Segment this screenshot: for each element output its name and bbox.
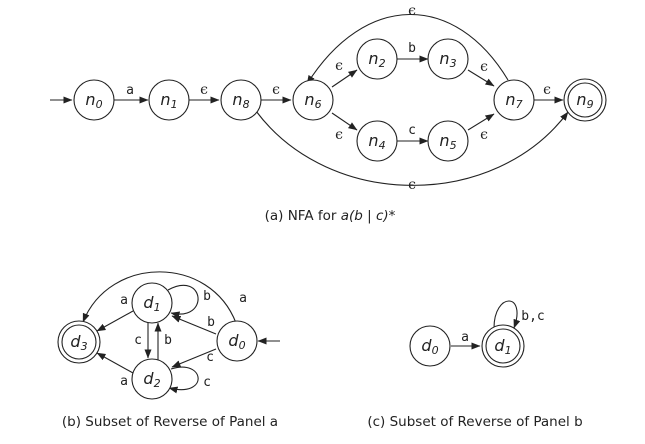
- edge-label-loop-c-d1: b,c: [521, 309, 544, 324]
- svg-text:n4: n4: [368, 131, 385, 152]
- edge-label-d0-d1: b: [207, 315, 215, 330]
- caption-panel-a: (a) NFA for a(b | c)*: [265, 208, 396, 224]
- edge-n3-n7: [467, 69, 495, 87]
- edge-label-d2-d1: b: [164, 333, 172, 348]
- svg-text:n2: n2: [368, 49, 385, 70]
- edge-label-d0-d2: c: [206, 350, 214, 365]
- state-n1: n1: [148, 79, 190, 121]
- edge-label-n7-n9: ϵ: [543, 82, 551, 98]
- edge-label-n0-n1: a: [126, 83, 134, 98]
- svg-text:d1: d1: [143, 293, 160, 314]
- state-n9-accepting: n9: [563, 78, 607, 122]
- state-n0: n0: [73, 79, 115, 121]
- panel-c: a b,c d0 d1 (c) Subset of Reverse of Pan…: [367, 300, 583, 430]
- state-n8: n8: [220, 79, 262, 121]
- state-c-d0: d0: [409, 325, 451, 367]
- edge-label-n2-n3: b: [408, 41, 416, 56]
- caption-panel-c: (c) Subset of Reverse of Panel b: [367, 414, 582, 430]
- state-d1: d1: [131, 282, 173, 324]
- svg-text:d2: d2: [143, 369, 160, 390]
- edge-label-n4-n5: c: [408, 123, 416, 138]
- state-n2: n2: [356, 38, 398, 80]
- edge-label-n5-n7: ϵ: [480, 127, 488, 143]
- state-d0: d0: [216, 320, 258, 362]
- state-n6: n6: [292, 79, 334, 121]
- state-n5: n5: [427, 120, 469, 162]
- edge-label-n7-n6-loop: ϵ: [408, 3, 416, 19]
- edge-d2-d3: [96, 352, 134, 374]
- state-n3: n3: [427, 38, 469, 80]
- edge-label-c-d0-d1: a: [461, 330, 469, 345]
- edge-label-loop-d1: b: [203, 289, 211, 304]
- svg-text:n7: n7: [505, 90, 522, 111]
- state-n4: n4: [356, 120, 398, 162]
- edge-label-d0-d3: a: [239, 291, 247, 306]
- state-d2: d2: [131, 358, 173, 400]
- caption-panel-b: (b) Subset of Reverse of Panel a: [62, 414, 278, 430]
- edge-label-n6-n2: ϵ: [335, 58, 343, 74]
- svg-text:n3: n3: [439, 49, 456, 70]
- svg-text:d1: d1: [494, 336, 511, 357]
- edge-label-loop-d2: c: [203, 375, 211, 390]
- edge-d0-d1: [171, 315, 217, 335]
- edge-d0-d2: [171, 348, 217, 368]
- loop-d1: [167, 284, 199, 319]
- svg-text:n6: n6: [304, 90, 321, 111]
- edge-label-d1-d2: c: [134, 333, 142, 348]
- edge-n7-n6-loop: [306, 13, 509, 85]
- panel-a: a ϵ ϵ ϵ ϵ b c ϵ ϵ ϵ ϵ ϵ n0 n1 n8 n6 n2: [50, 3, 607, 224]
- svg-text:n1: n1: [160, 90, 177, 111]
- svg-text:n8: n8: [232, 90, 249, 111]
- edge-n5-n7: [467, 113, 495, 131]
- svg-text:d0: d0: [421, 336, 438, 357]
- edge-label-d2-d3: a: [120, 374, 128, 389]
- edge-label-d1-d3: a: [120, 293, 128, 308]
- edge-n6-n2: [331, 69, 358, 88]
- edge-d1-d3: [96, 310, 134, 332]
- state-c-d1-accepting: d1: [481, 324, 525, 368]
- edge-n8-n9-bypass: [255, 110, 569, 186]
- svg-text:n5: n5: [439, 131, 456, 152]
- svg-text:n9: n9: [576, 90, 593, 111]
- edge-label-n6-n4: ϵ: [335, 127, 343, 143]
- state-n7: n7: [493, 79, 535, 121]
- edge-label-n8-n6: ϵ: [272, 82, 280, 98]
- state-d3-accepting: d3: [57, 320, 101, 364]
- edge-d0-d3: [82, 271, 237, 324]
- loop-c-d1: [493, 300, 521, 329]
- svg-text:d0: d0: [228, 331, 245, 352]
- svg-text:d3: d3: [70, 332, 87, 353]
- panel-b: a a b b c b c a c d1 d3 d0 d2 (b) Subset…: [57, 271, 280, 430]
- edge-label-n3-n7: ϵ: [480, 59, 488, 75]
- loop-d2: [168, 366, 199, 394]
- edge-label-n1-n8: ϵ: [200, 82, 208, 98]
- edge-label-n8-n9-bypass: ϵ: [408, 177, 416, 193]
- svg-text:n0: n0: [85, 90, 102, 111]
- edge-n6-n4: [331, 112, 358, 131]
